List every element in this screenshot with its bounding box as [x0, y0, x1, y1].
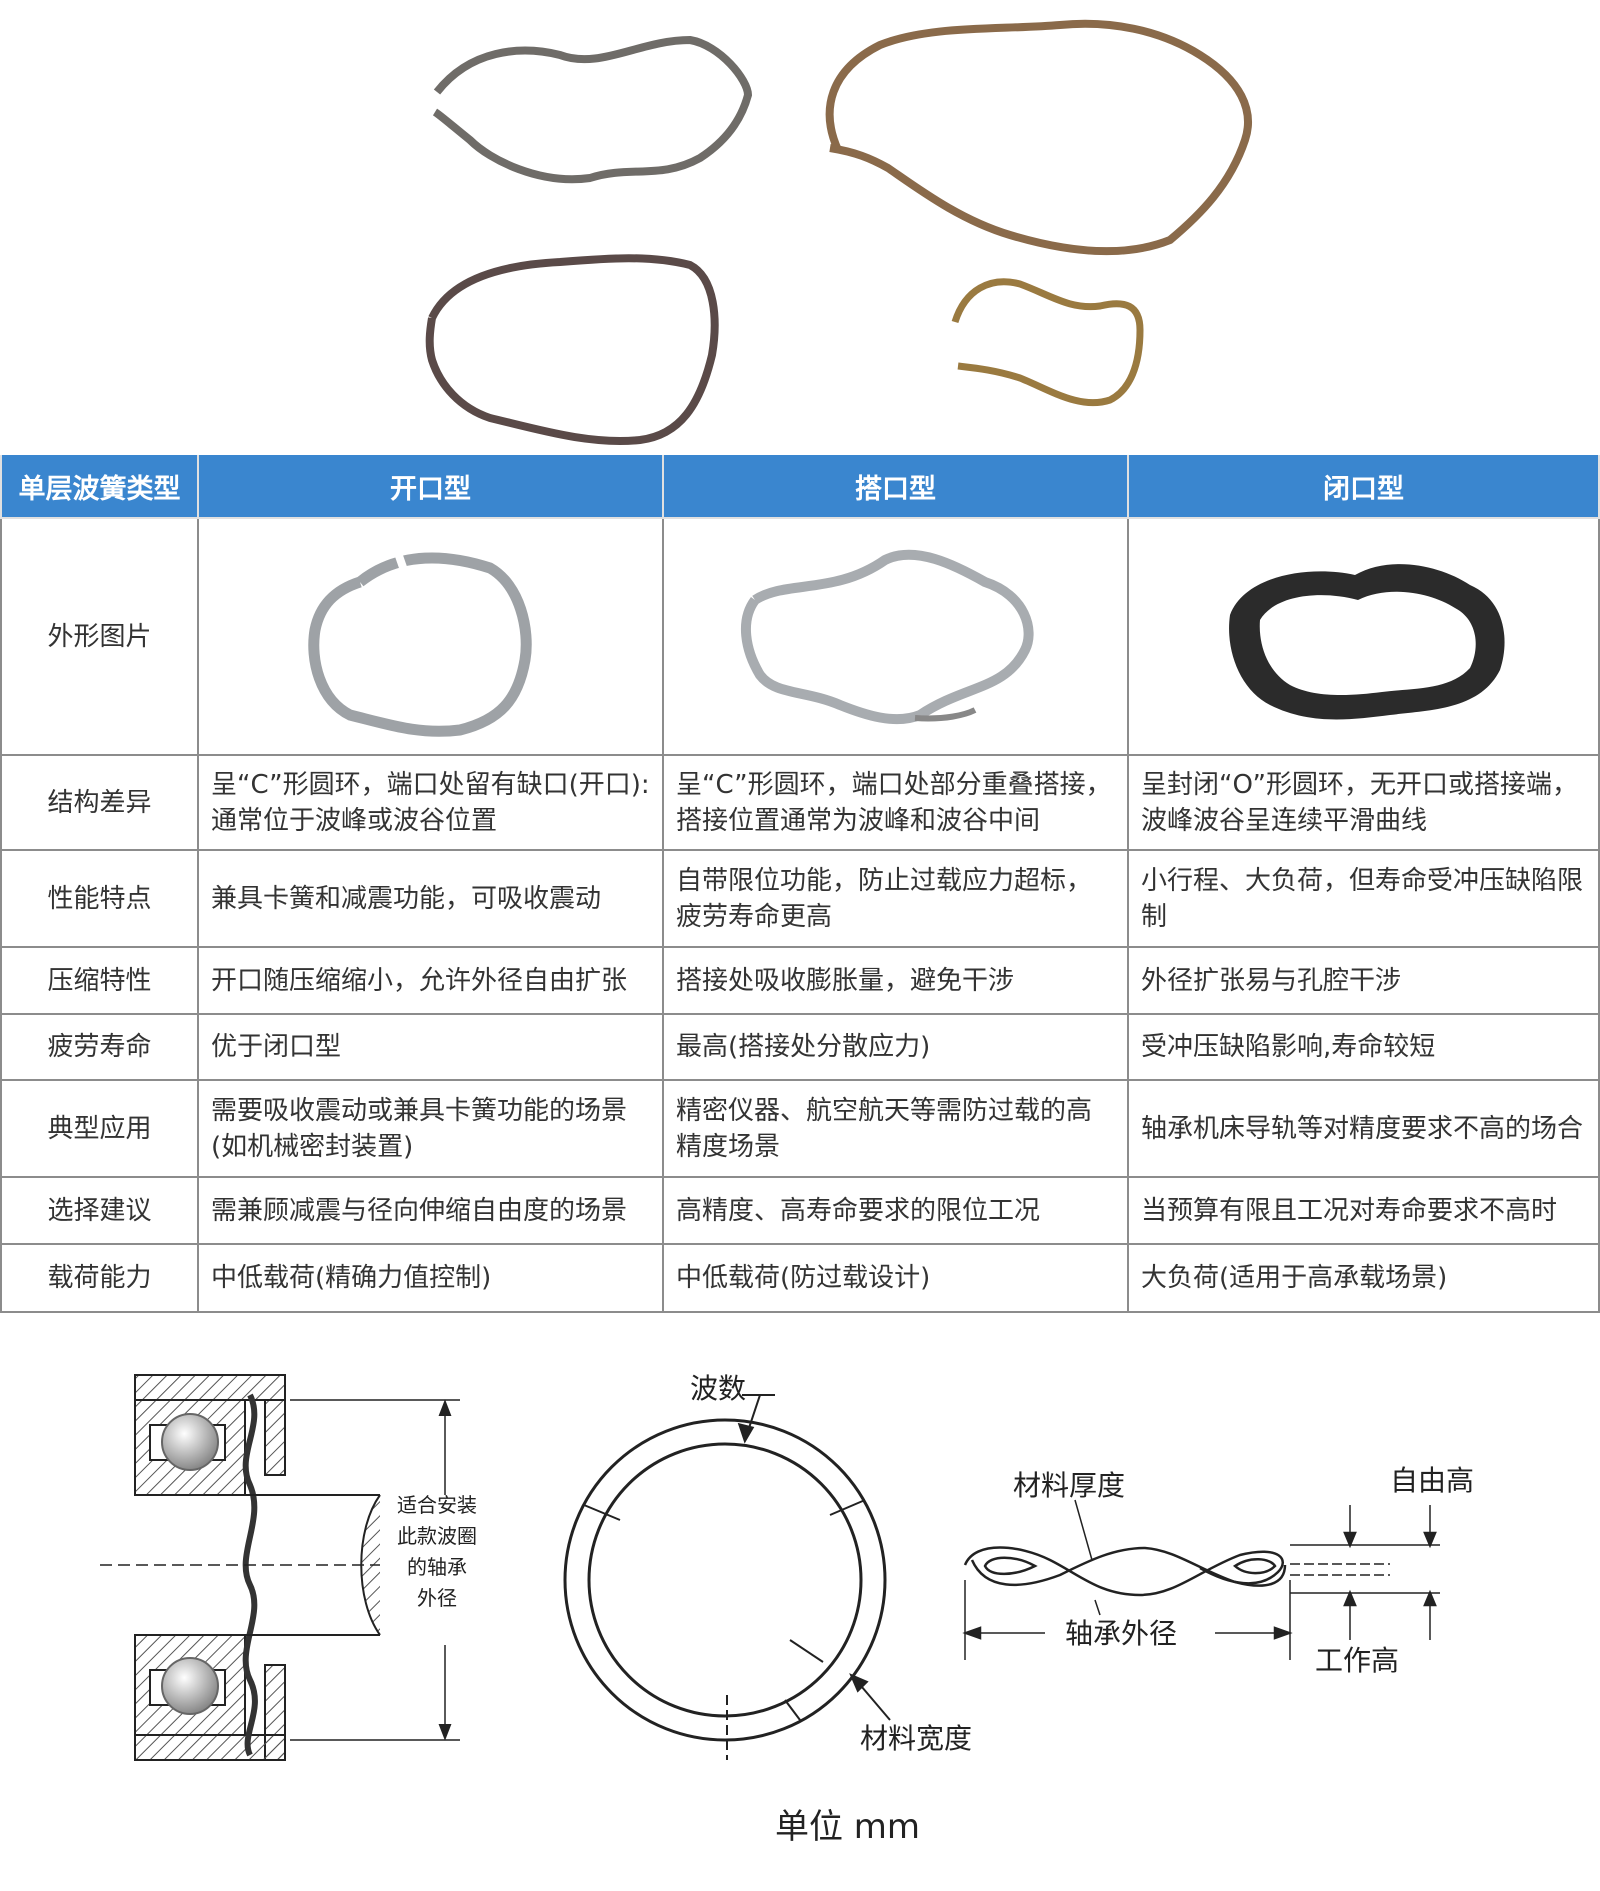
row-label: 疲劳寿命	[0, 1013, 199, 1081]
bearing-caption-line-1: 适合安装	[397, 1493, 477, 1517]
unit-label: 单位 mm	[775, 1807, 920, 1847]
open-cell: 中低载荷(精确力值控制)	[197, 1243, 664, 1313]
closed-type-image-cell	[1127, 517, 1600, 756]
header-closed: 闭口型	[1127, 455, 1600, 519]
open-type-image-cell	[197, 517, 664, 756]
header-lap: 搭口型	[662, 455, 1129, 519]
ring-side-view-diagram	[962, 1499, 1440, 1660]
row-label: 压缩特性	[0, 946, 199, 1015]
lap-type-image-cell	[662, 517, 1129, 756]
table-row: 结构差异 呈“C”形圆环，端口处留有缺口(开口):通常位于波峰或波谷位置 呈“C…	[0, 754, 1600, 851]
closed-cell: 呈封闭“O”形圆环，无开口或搭接端，波峰波谷呈连续平滑曲线	[1127, 754, 1600, 851]
row-label: 选择建议	[0, 1176, 199, 1245]
closed-cell: 当预算有限且工况对寿命要求不高时	[1127, 1176, 1600, 1245]
image-row: 外形图片	[0, 517, 1600, 756]
closed-cell: 大负荷(适用于高承载场景)	[1127, 1243, 1600, 1313]
closed-cell: 外径扩张易与孔腔干涉	[1127, 946, 1600, 1015]
wave-spring-comparison-table: 单层波簧类型 开口型 搭口型 闭口型 外形图片	[0, 455, 1600, 1313]
lap-cell: 呈“C”形圆环，端口处部分重叠搭接，搭接位置通常为波峰和波谷中间	[662, 754, 1129, 851]
wave-count-label: 波数	[690, 1372, 746, 1405]
header-open: 开口型	[197, 455, 664, 519]
bearing-caption-line-4: 外径	[417, 1586, 457, 1610]
table-row: 疲劳寿命 优于闭口型 最高(搭接处分散应力) 受冲压缺陷影响,寿命较短	[0, 1013, 1600, 1081]
row-label: 典型应用	[0, 1079, 199, 1178]
product-photos	[425, 19, 1252, 445]
table-row: 载荷能力 中低载荷(精确力值控制) 中低载荷(防过载设计) 大负荷(适用于高承载…	[0, 1243, 1600, 1313]
lap-cell: 最高(搭接处分散应力)	[662, 1013, 1129, 1081]
bearing-caption-line-2: 此款波圈	[397, 1524, 477, 1548]
ring-top-view-diagram	[563, 1394, 891, 1760]
row-label: 性能特点	[0, 849, 199, 948]
open-cell: 需兼顾减震与径向伸缩自由度的场景	[197, 1176, 664, 1245]
table-row: 压缩特性 开口随压缩缩小，允许外径自由扩张 搭接处吸收膨胀量，避免干涉 外径扩张…	[0, 946, 1600, 1015]
closed-ring-image	[1229, 564, 1505, 720]
lap-ring-image	[740, 549, 1034, 725]
table-row: 典型应用 需要吸收震动或兼具卡簧功能的场景(如机械密封装置) 精密仪器、航空航天…	[0, 1079, 1600, 1178]
row-label: 外形图片	[0, 517, 199, 756]
bearing-assembly-diagram	[100, 1374, 460, 1761]
lap-cell: 自带限位功能，防止过载应力超标，疲劳寿命更高	[662, 849, 1129, 948]
wave-ring-photo-3	[425, 254, 719, 445]
table-row: 性能特点 兼具卡簧和减震功能，可吸收震动 自带限位功能，防止过载应力超标，疲劳寿…	[0, 849, 1600, 948]
working-height-label: 工作高	[1315, 1644, 1399, 1677]
closed-cell: 受冲压缺陷影响,寿命较短	[1127, 1013, 1600, 1081]
lap-cell: 搭接处吸收膨胀量，避免干涉	[662, 946, 1129, 1015]
lap-cell: 中低载荷(防过载设计)	[662, 1243, 1129, 1313]
header-type: 单层波簧类型	[0, 455, 199, 519]
lap-cell: 高精度、高寿命要求的限位工况	[662, 1176, 1129, 1245]
row-label: 载荷能力	[0, 1243, 199, 1313]
open-cell: 需要吸收震动或兼具卡簧功能的场景(如机械密封装置)	[197, 1079, 664, 1178]
open-ring-image	[308, 551, 532, 737]
wave-ring-photo-2	[825, 19, 1252, 256]
table-header-row: 单层波簧类型 开口型 搭口型 闭口型	[0, 455, 1600, 519]
open-cell: 呈“C”形圆环，端口处留有缺口(开口):通常位于波峰或波谷位置	[197, 754, 664, 851]
table-row: 选择建议 需兼顾减震与径向伸缩自由度的场景 高精度、高寿命要求的限位工况 当预算…	[0, 1176, 1600, 1245]
lap-cell: 精密仪器、航空航天等需防过载的高精度场景	[662, 1079, 1129, 1178]
technical-diagrams: 适合安装 此款波圈 的轴承 外径 波数 材料宽度	[100, 1372, 1474, 1847]
wave-ring-photo-1	[432, 35, 753, 184]
bearing-caption-line-3: 的轴承	[407, 1555, 467, 1579]
bearing-od-label: 轴承外径	[1065, 1617, 1177, 1650]
material-thickness-label: 材料厚度	[1013, 1469, 1125, 1502]
wave-ring-photo-4	[951, 278, 1144, 407]
closed-cell: 轴承机床导轨等对精度要求不高的场合	[1127, 1079, 1600, 1178]
material-width-label: 材料宽度	[860, 1722, 972, 1755]
open-cell: 优于闭口型	[197, 1013, 664, 1081]
free-height-label: 自由高	[1390, 1464, 1474, 1497]
row-label: 结构差异	[0, 754, 199, 851]
open-cell: 开口随压缩缩小，允许外径自由扩张	[197, 946, 664, 1015]
open-cell: 兼具卡簧和减震功能，可吸收震动	[197, 849, 664, 948]
closed-cell: 小行程、大负荷，但寿命受冲压缺陷限制	[1127, 849, 1600, 948]
